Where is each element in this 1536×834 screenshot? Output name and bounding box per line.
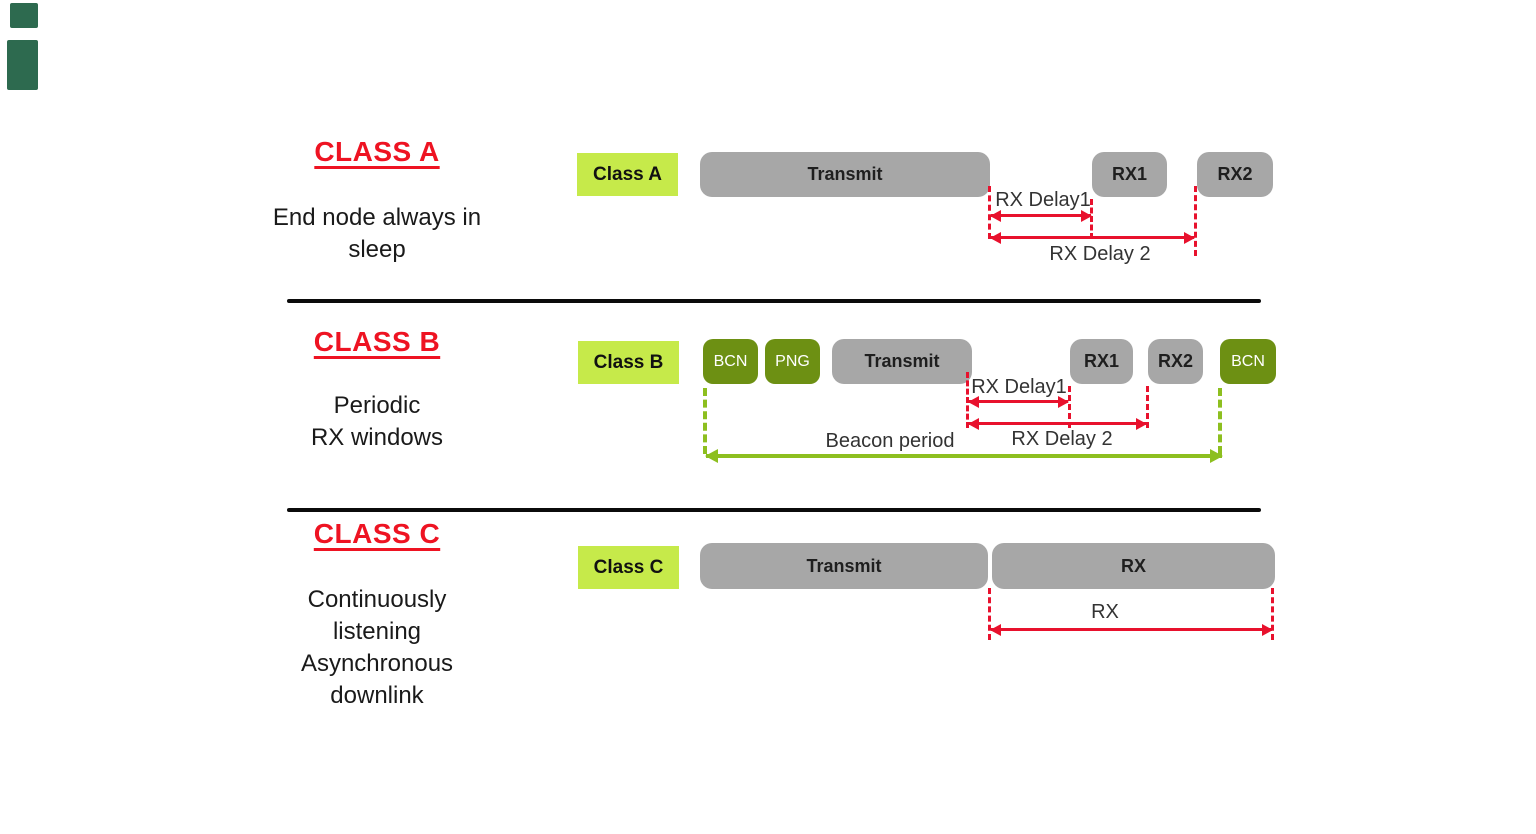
beacon-period-label: Beacon period (825, 430, 955, 452)
rx-delay1-arrow (990, 209, 1092, 222)
dashed-marker (1271, 588, 1274, 640)
class-b-description-line: Periodic (333, 392, 421, 419)
class-c-heading: CLASS C (313, 518, 441, 549)
beacon-dashed-marker (1218, 388, 1222, 454)
section-divider (287, 299, 1261, 303)
class-b-bcn2-segment: BCN (1220, 339, 1276, 384)
class-b-bcn-segment: BCN (703, 339, 758, 384)
rx-window-arrow (990, 623, 1273, 636)
rx-delay2-label: RX Delay 2 (1049, 243, 1151, 265)
beacon-period-arrow (705, 448, 1223, 463)
rx-window-label: RX (1091, 601, 1119, 623)
class-a-description-line: End node always in (272, 204, 482, 231)
dashed-marker (966, 372, 969, 428)
class-c-description-line: Asynchronous (300, 650, 454, 677)
class-a-transmit-segment: Transmit (700, 152, 990, 197)
rx-delay1-label: RX Delay1 (971, 376, 1067, 398)
class-b-png-segment: PNG (765, 339, 820, 384)
section-divider (287, 508, 1261, 512)
rx-delay2-arrow (990, 231, 1195, 244)
corner-decoration-icon (10, 3, 38, 28)
rx-delay2-label: RX Delay 2 (1011, 428, 1113, 450)
class-a-description-line: sleep (348, 236, 406, 263)
class-c-rx-segment: RX (992, 543, 1275, 589)
class-a-rx2-segment: RX2 (1197, 152, 1273, 197)
class-b-rx2-segment: RX2 (1148, 339, 1203, 384)
corner-decoration-icon (7, 40, 38, 90)
beacon-dashed-marker (703, 388, 707, 454)
dashed-marker (1146, 386, 1149, 428)
class-b-description-line: RX windows (310, 424, 444, 451)
class-b-heading: CLASS B (313, 326, 441, 357)
class-c-description-line: Continuously (307, 586, 447, 613)
class-a-rx1-segment: RX1 (1092, 152, 1167, 197)
class-c-label-chip: Class C (578, 546, 679, 589)
rx-delay2-arrow (968, 417, 1147, 430)
rx-delay1-arrow (968, 395, 1069, 408)
class-b-rx1-segment: RX1 (1070, 339, 1133, 384)
class-c-transmit-segment: Transmit (700, 543, 988, 589)
dashed-marker (1194, 186, 1197, 256)
class-b-transmit-segment: Transmit (832, 339, 972, 384)
class-c-description-line: listening (332, 618, 422, 645)
class-b-label-chip: Class B (578, 341, 679, 384)
dashed-marker (1068, 386, 1071, 428)
class-c-description-line: downlink (330, 682, 424, 709)
dashed-marker (988, 588, 991, 640)
dashed-marker (988, 186, 991, 239)
rx-delay1-label: RX Delay1 (995, 189, 1091, 211)
class-a-label-chip: Class A (577, 153, 678, 196)
class-a-heading: CLASS A (314, 136, 440, 167)
